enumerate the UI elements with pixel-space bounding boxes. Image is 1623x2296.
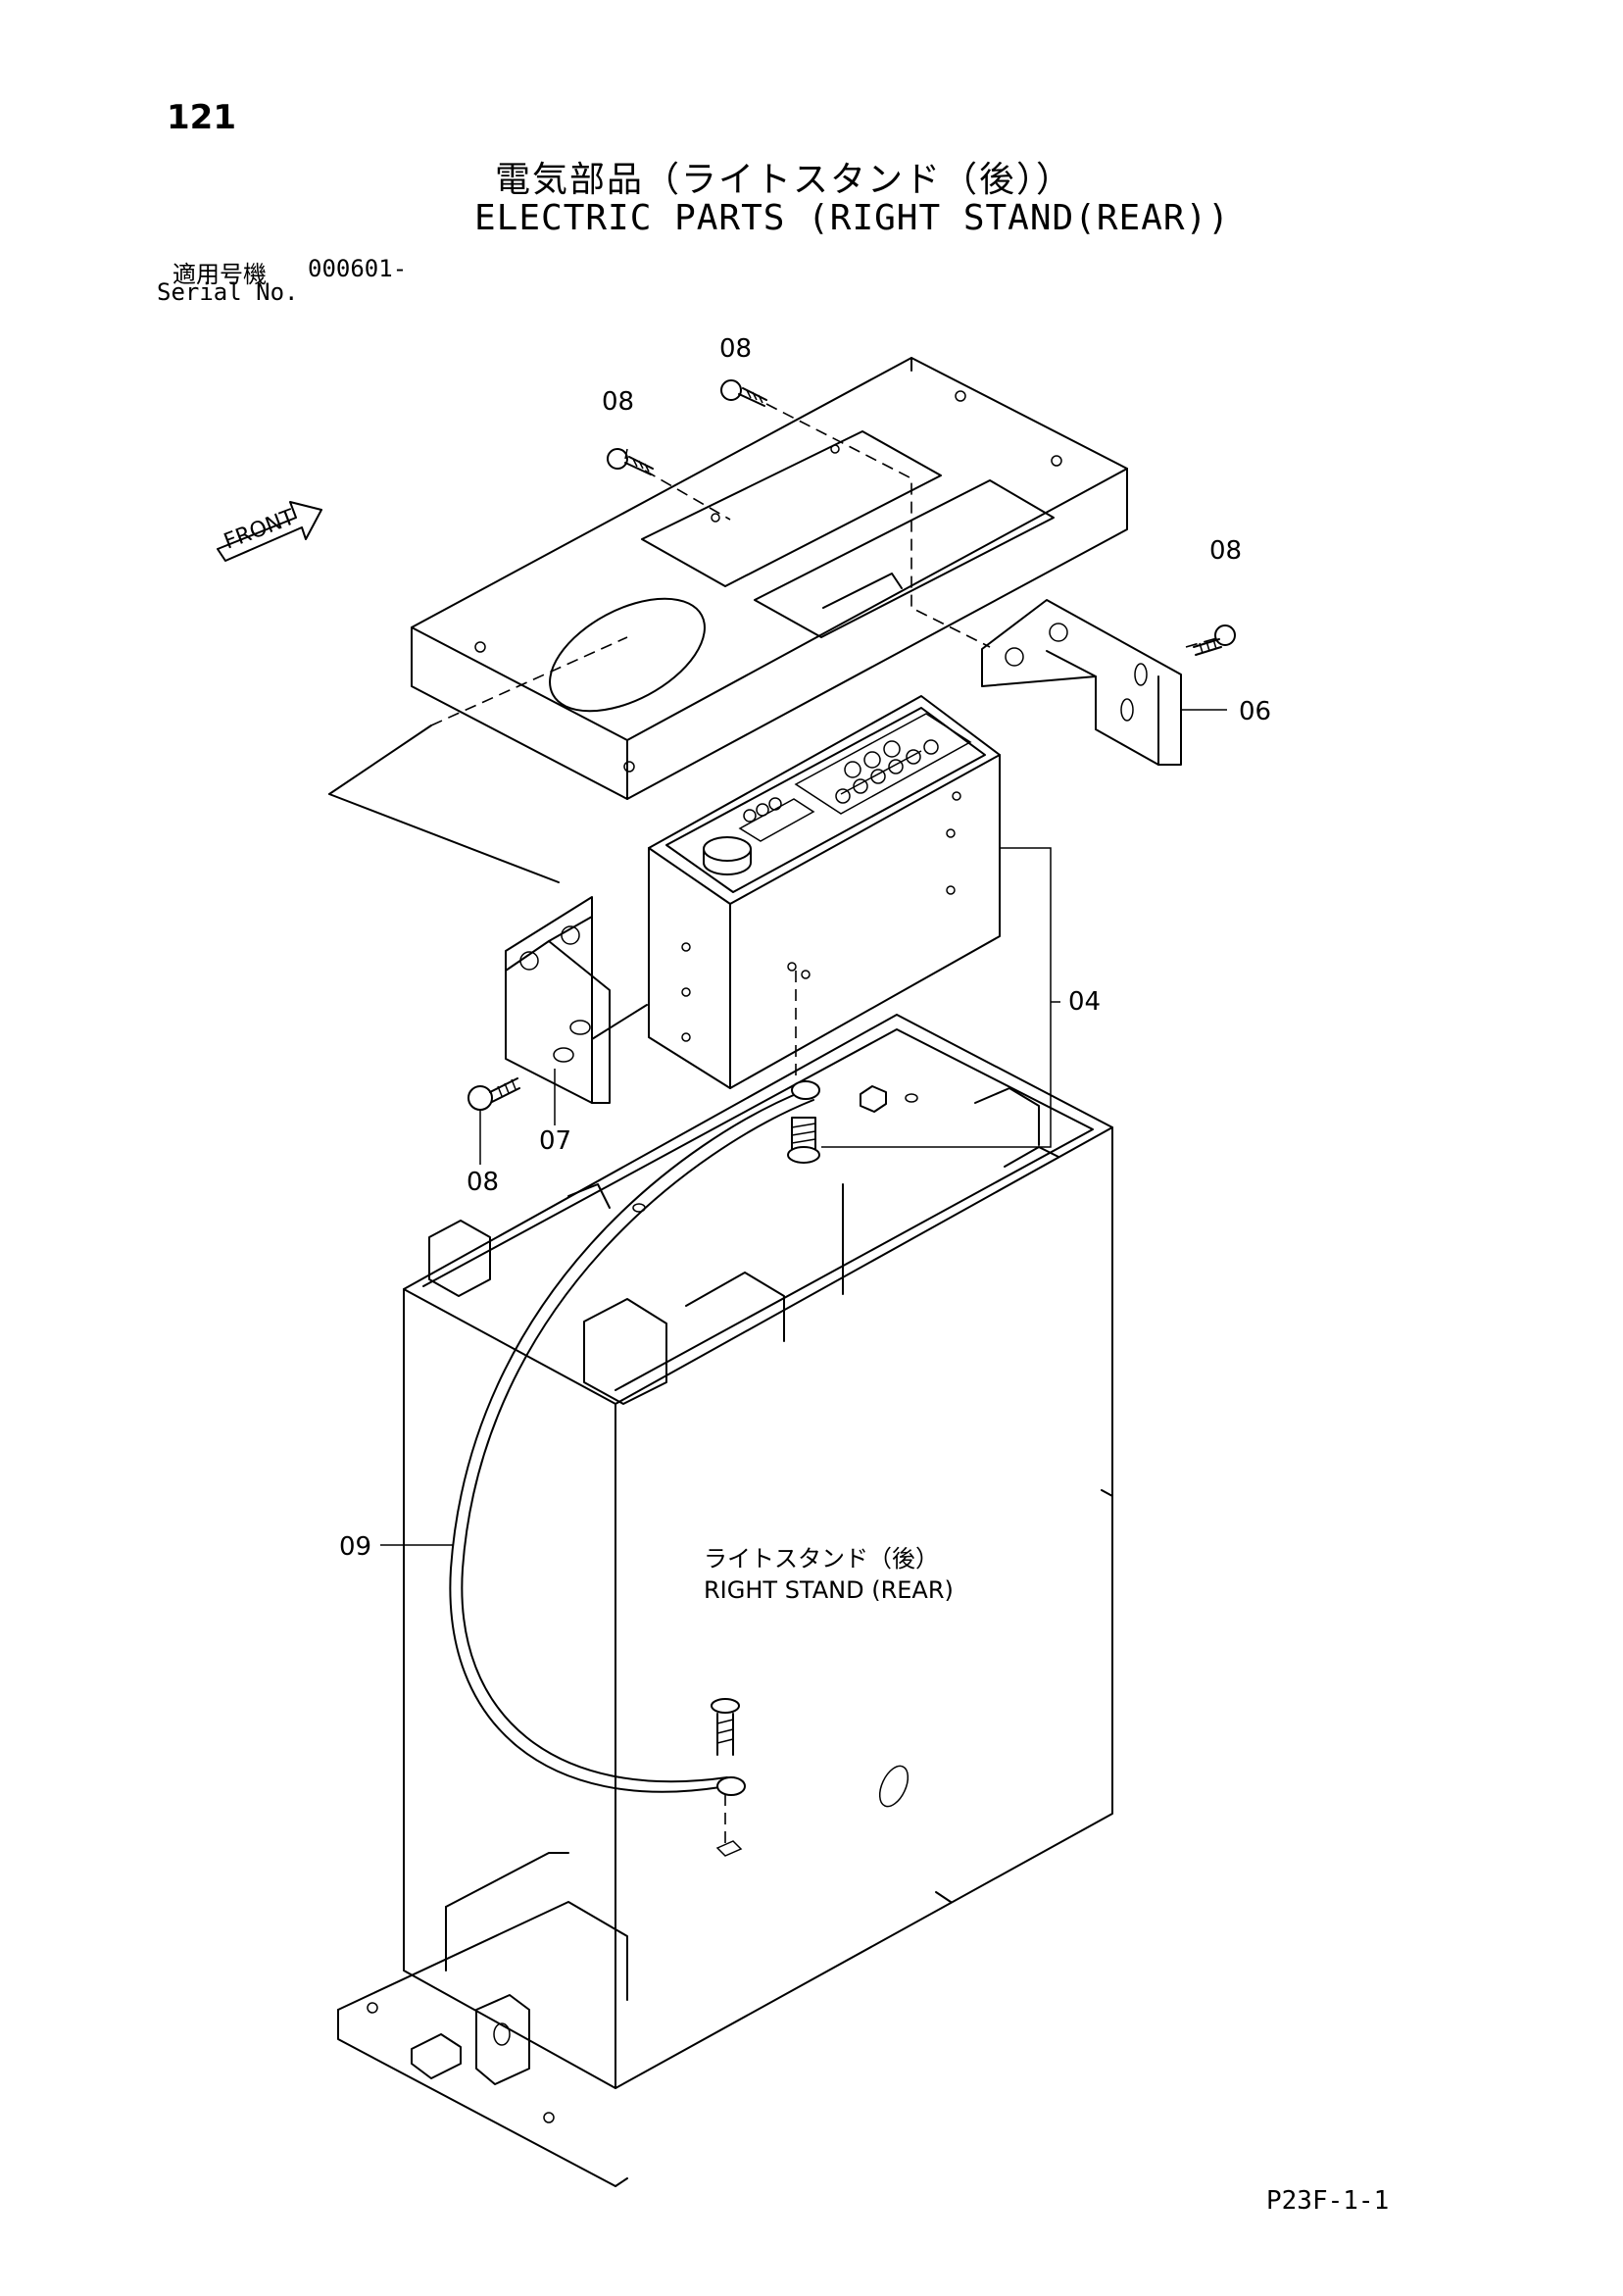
front-arrow-icon: FRONT bbox=[217, 501, 322, 562]
page-code: P23F-1-1 bbox=[1266, 2186, 1390, 2216]
light-stand-housing bbox=[337, 1014, 1113, 2187]
serial-label-english: Serial No. bbox=[157, 278, 299, 306]
bolt-housing-bottom-icon bbox=[711, 1698, 743, 1857]
screw-top-middle-icon bbox=[720, 379, 767, 407]
callout-08-right: 08 bbox=[1209, 536, 1242, 566]
page-number: 121 bbox=[167, 98, 236, 137]
callout-09: 09 bbox=[339, 1532, 371, 1562]
top-plate bbox=[411, 357, 1128, 800]
title-japanese: 電気部品（ライトスタンド（後）） bbox=[495, 160, 1074, 200]
nut-icon bbox=[860, 1085, 887, 1113]
bracket-left bbox=[505, 896, 648, 1104]
screw-top-left-icon bbox=[607, 448, 654, 475]
hidden-lines bbox=[328, 403, 1221, 1076]
ground-cable bbox=[449, 1080, 820, 1796]
stand-label-japanese: ライトスタンド（後） bbox=[704, 1545, 939, 1572]
title-english: ELECTRIC PARTS (RIGHT STAND(REAR)) bbox=[474, 198, 1230, 238]
callout-08-top-left: 08 bbox=[602, 387, 634, 417]
screw-right-icon bbox=[1193, 624, 1236, 656]
serial-number-value: 000601- bbox=[308, 255, 408, 282]
callout-08-top-middle: 08 bbox=[719, 334, 752, 364]
callout-04: 04 bbox=[1068, 987, 1101, 1017]
electric-box bbox=[648, 695, 1001, 1089]
bolt-housing-top-icon bbox=[787, 1117, 820, 1164]
screw-left-icon bbox=[467, 1077, 520, 1111]
callout-06: 06 bbox=[1239, 697, 1271, 726]
leader-lines bbox=[380, 448, 1227, 1546]
bracket-right bbox=[981, 599, 1182, 766]
serial-label-japanese: 適用号機 bbox=[172, 261, 267, 288]
callout-07: 07 bbox=[539, 1126, 571, 1156]
stand-label-english: RIGHT STAND (REAR) bbox=[704, 1576, 954, 1604]
callout-08-left: 08 bbox=[467, 1168, 499, 1197]
front-label: FRONT bbox=[221, 505, 299, 554]
